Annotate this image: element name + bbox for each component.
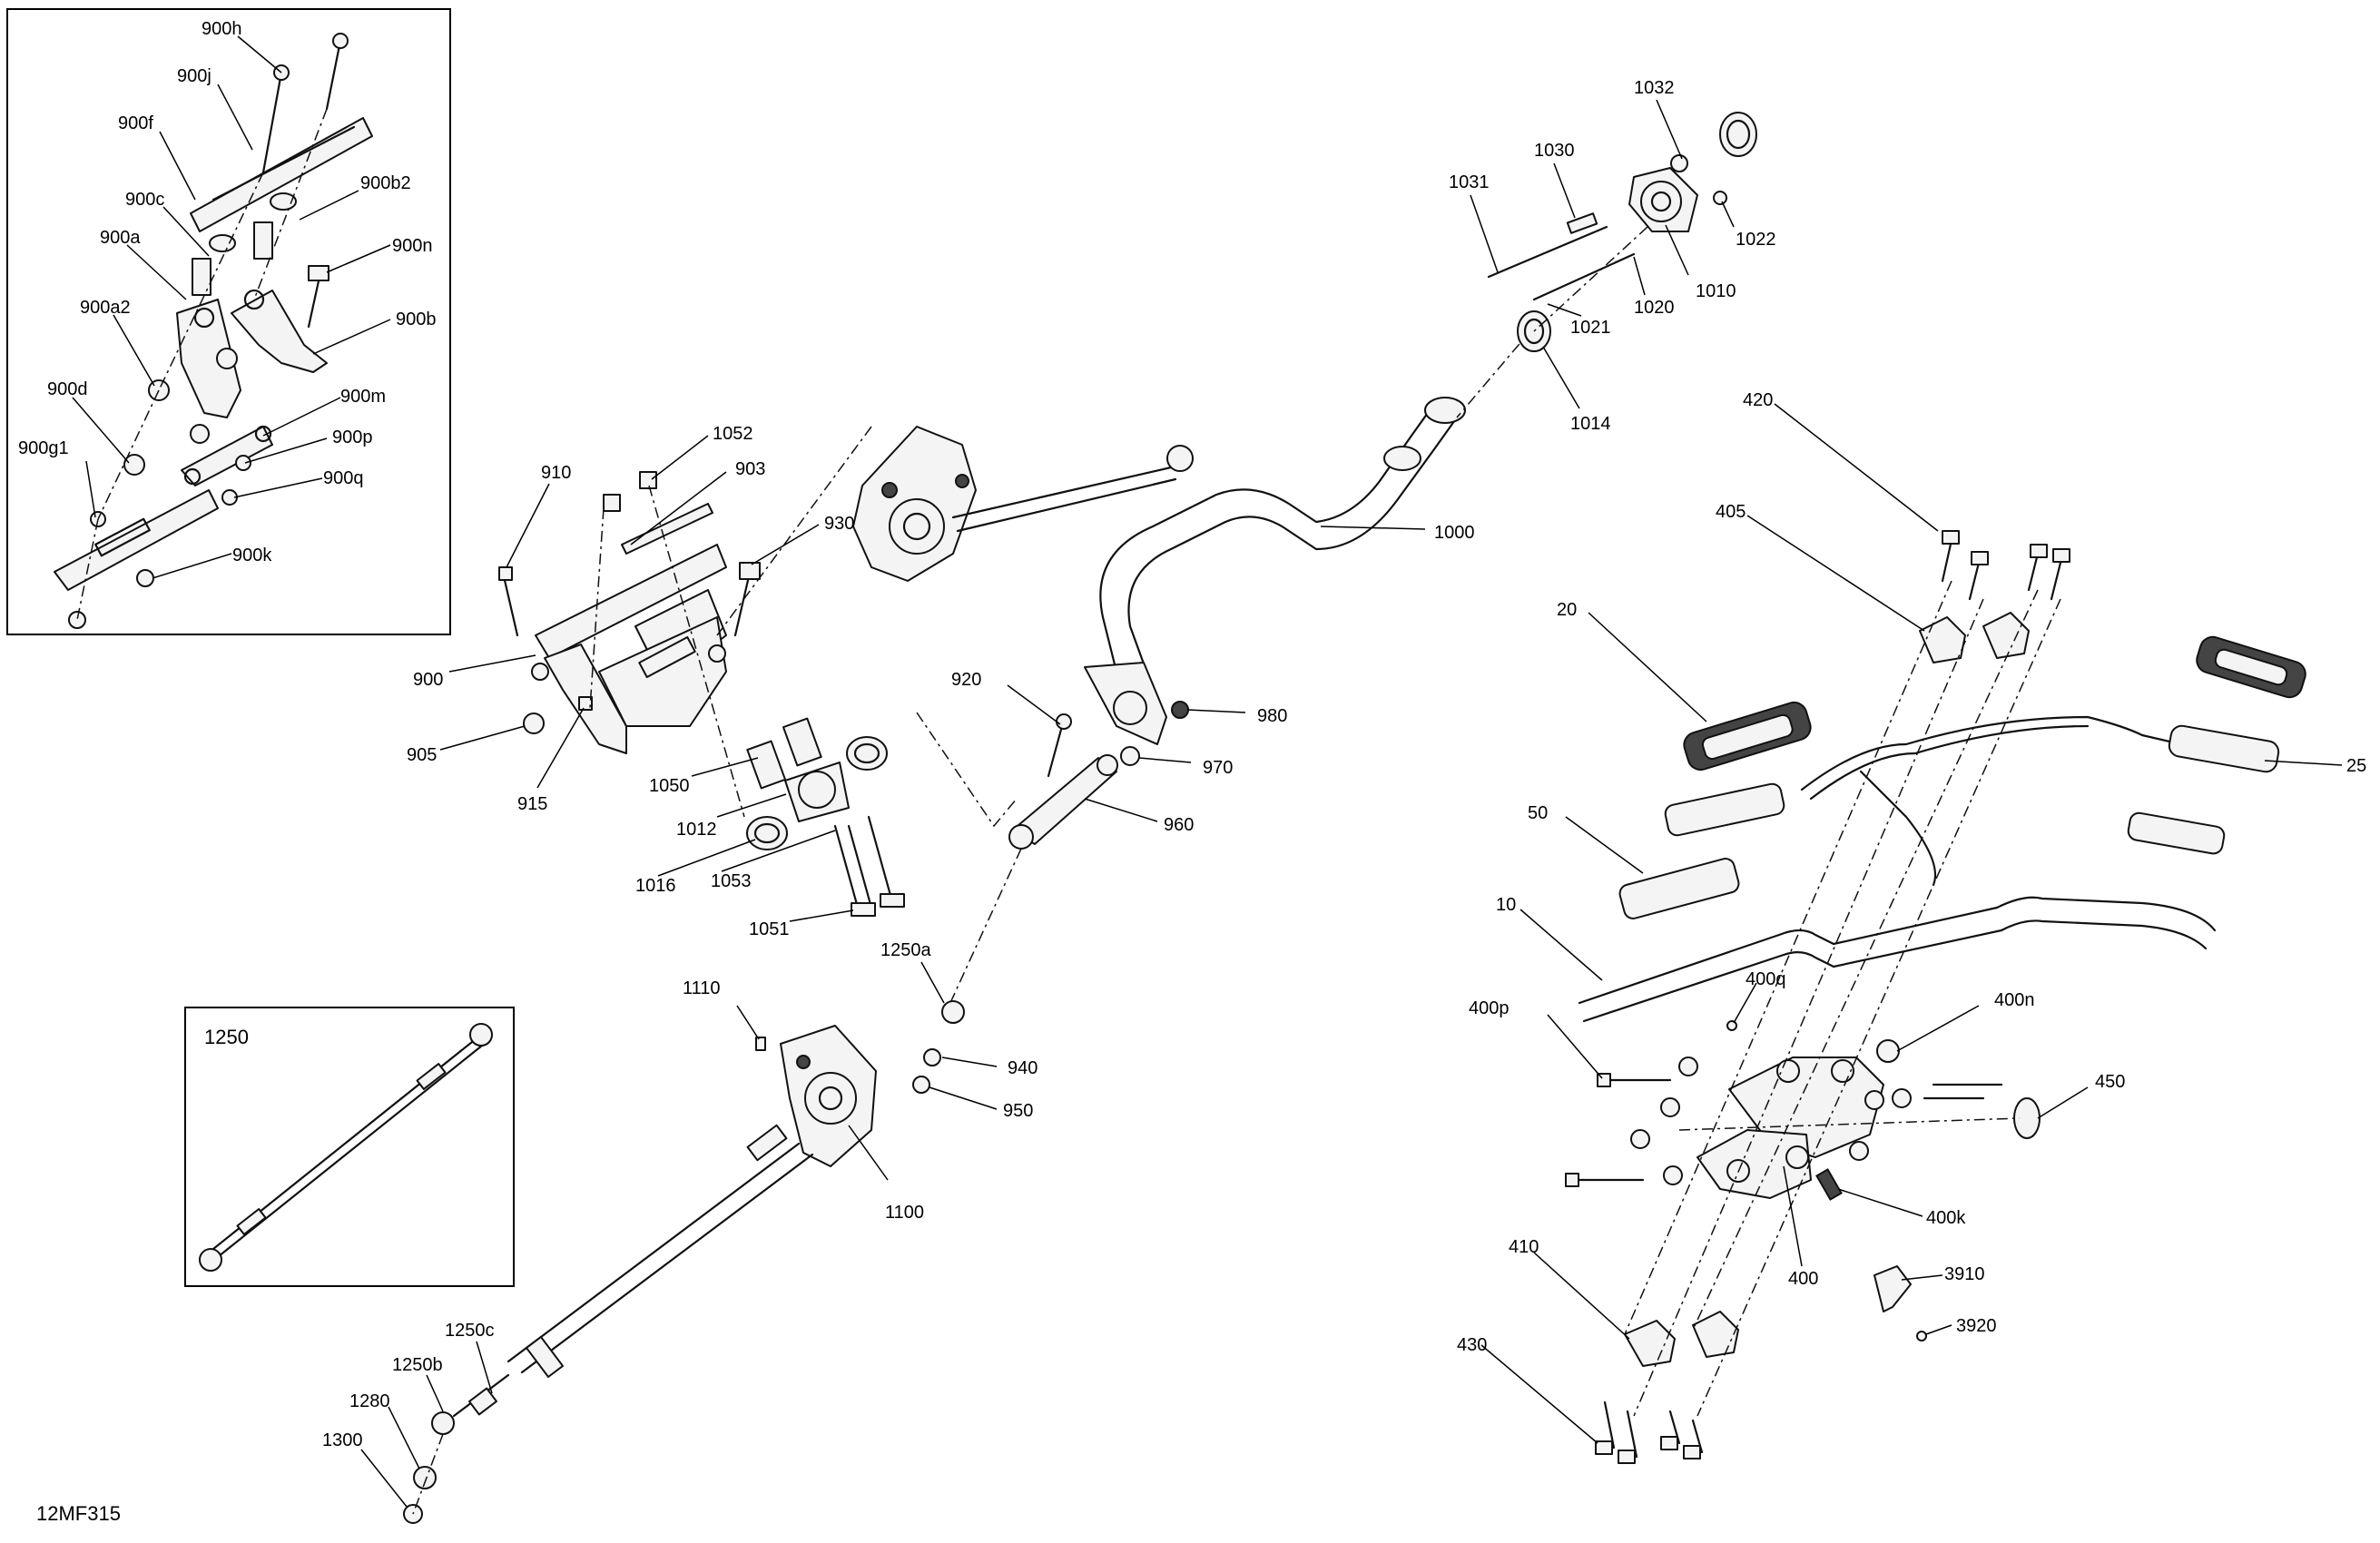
callout-label: 920: [951, 670, 981, 690]
callout-label: 1016: [635, 876, 676, 896]
callout-label: 1100: [885, 1203, 924, 1223]
callout-label: 1012: [676, 820, 717, 840]
callout-label: 1300: [322, 1430, 363, 1450]
callout-label: 1032: [1634, 78, 1675, 98]
clamp-1010-group: [1487, 112, 1757, 352]
callout-label: 400n: [1994, 990, 2035, 1010]
callout-label: 900f: [118, 113, 153, 133]
callout-label: 400q: [1746, 969, 1786, 989]
callout-label: 10: [1496, 895, 1516, 915]
callout-label: 400k: [1926, 1208, 1966, 1228]
callout-label: 900c: [125, 190, 164, 210]
callout-label: 900p: [332, 428, 373, 447]
steering-support-assembly: [498, 426, 872, 818]
callout-label: 900n: [392, 236, 433, 256]
callout-label: 1110: [683, 978, 721, 998]
callout-label: 960: [1164, 815, 1194, 835]
callout-label: 1010: [1696, 281, 1736, 301]
callout-label: 900a: [100, 228, 141, 248]
callout-label: 900q: [323, 468, 364, 488]
callout-label: 900a2: [80, 298, 131, 318]
callout-label: 900: [413, 670, 443, 690]
callout-label: 20: [1557, 600, 1577, 620]
callout-label: 940: [1008, 1058, 1038, 1078]
inset-1250: [184, 1007, 515, 1287]
callout-label: 1050: [649, 776, 690, 796]
callout-label: 1250a: [880, 940, 931, 960]
callout-label: 1021: [1570, 318, 1611, 338]
callout-label: 900b2: [360, 173, 411, 193]
callout-label: 420: [1743, 390, 1773, 410]
callout-label: 400p: [1469, 998, 1510, 1018]
callout-label: 3910: [1944, 1264, 1985, 1284]
handlebar-assembly: [1565, 530, 2306, 1464]
callout-label: 430: [1457, 1335, 1487, 1355]
callout-label: 900k: [232, 545, 272, 565]
callout-label: 1051: [749, 919, 790, 939]
callout-label: 25: [2346, 756, 2366, 776]
callout-label: 1280: [349, 1391, 390, 1411]
callout-label: 1052: [713, 424, 753, 444]
callout-label: 950: [1003, 1101, 1033, 1121]
callout-label: 970: [1203, 758, 1233, 778]
callout-label: 1030: [1534, 141, 1575, 161]
callout-label: 3920: [1956, 1316, 1997, 1336]
callout-label: 930: [824, 514, 854, 534]
callout-label: 910: [541, 463, 571, 483]
inset-900: [6, 8, 451, 635]
callout-label: 1053: [711, 871, 752, 891]
callout-label: 900h: [202, 19, 242, 39]
callout-label: 450: [2095, 1072, 2125, 1092]
upper-arm-930: [852, 426, 1194, 582]
callout-label: 1020: [1634, 298, 1675, 318]
steering-column-1000: [1084, 326, 1535, 745]
figure-code: 12MF315: [36, 1502, 121, 1525]
callout-labels: 900h 900j 900f 900c 900b2 900a 900n 900a…: [18, 19, 2366, 1525]
callout-label: 1250c: [445, 1321, 495, 1341]
lever-960: [943, 713, 1140, 1017]
callout-label: 1022: [1736, 230, 1776, 250]
callout-label: 900b: [396, 310, 437, 329]
callout-label: 1014: [1570, 414, 1611, 434]
callout-label: 900g1: [18, 438, 69, 458]
callout-label: 1031: [1449, 172, 1490, 192]
callout-label: 980: [1257, 706, 1287, 726]
callout-label: 900d: [47, 379, 88, 399]
callout-label: 405: [1716, 502, 1746, 522]
callout-label: 915: [517, 794, 547, 814]
callout-label: 400: [1788, 1269, 1818, 1289]
clamp-parts: [746, 712, 1018, 917]
callout-label: 905: [407, 745, 437, 765]
callout-label: 900j: [177, 66, 211, 86]
callout-label: 1250b: [392, 1355, 443, 1375]
callout-label: 903: [735, 459, 765, 479]
inset-title: 1250: [204, 1026, 249, 1048]
callout-label: 50: [1528, 803, 1548, 823]
callout-label: 900m: [340, 387, 386, 407]
leader-lines: [72, 35, 2343, 1508]
callout-label: 410: [1509, 1237, 1539, 1257]
callout-label: 1000: [1434, 523, 1475, 543]
